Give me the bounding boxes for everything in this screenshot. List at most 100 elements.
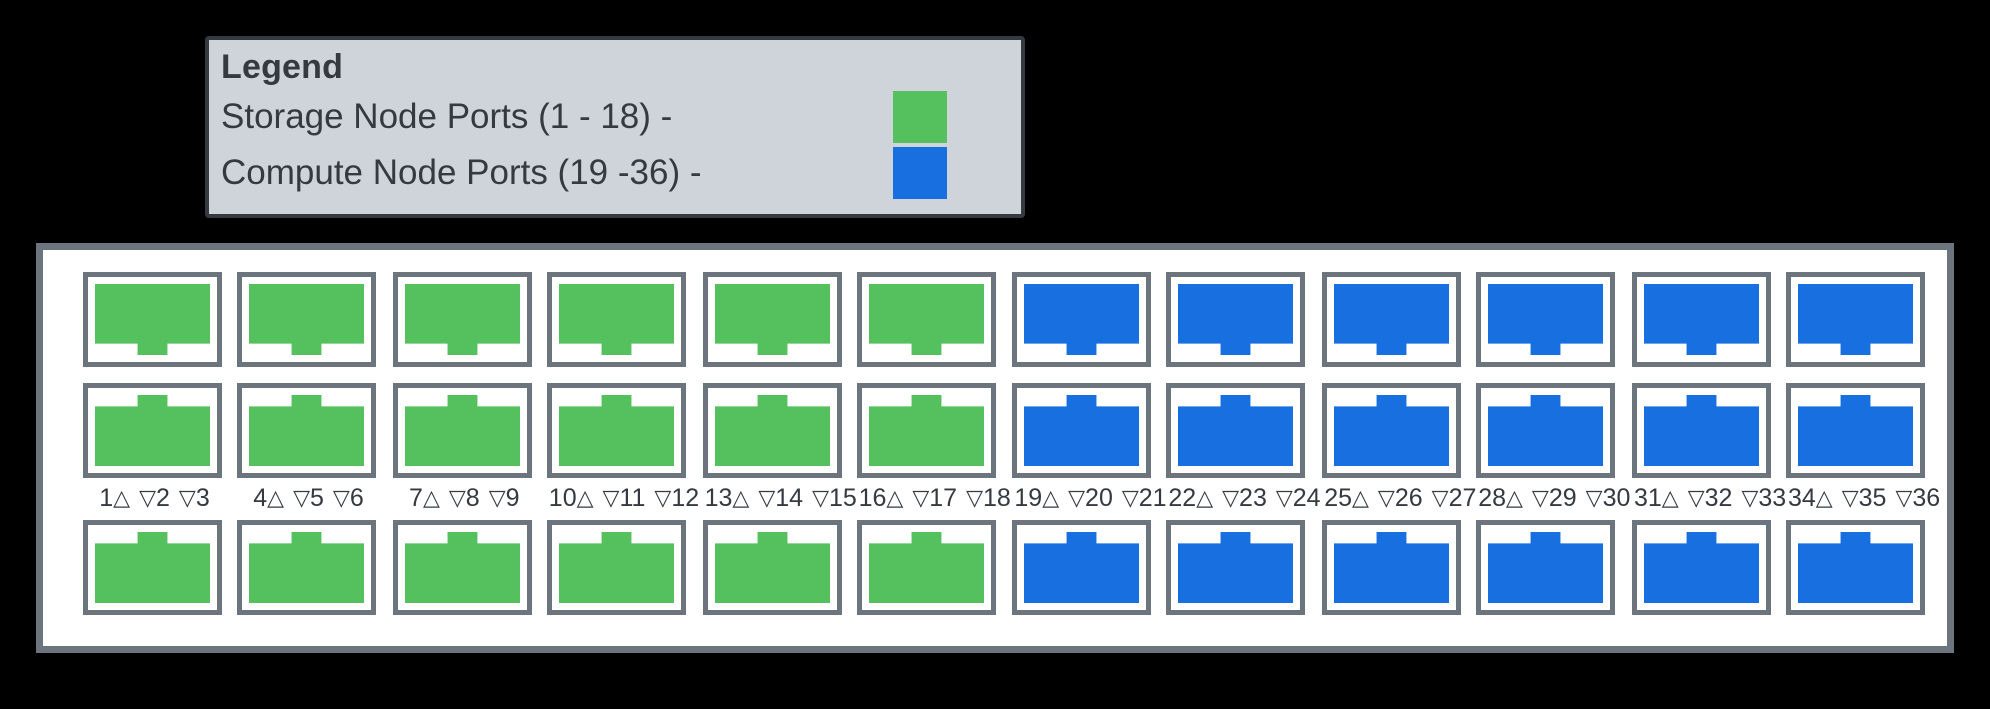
port-number: 24	[1292, 484, 1321, 512]
triangle-down-icon: ▽	[1275, 485, 1293, 510]
port-label-28: 28△▽29▽30	[1478, 484, 1630, 513]
rj45-port-4[interactable]	[237, 272, 376, 367]
triangle-down-icon: ▽	[448, 485, 466, 510]
triangle-up-icon: △	[1042, 485, 1060, 510]
rj45-port-25[interactable]	[1322, 272, 1462, 367]
rj45-port-6[interactable]	[237, 520, 376, 615]
rj45-port-9[interactable]	[392, 520, 532, 615]
triangle-up-icon: △	[1815, 485, 1833, 510]
rj45-jack-icon	[249, 395, 364, 466]
port-label-31: 31△▽32▽33	[1633, 484, 1786, 513]
port-number: 7	[409, 484, 423, 512]
rj45-port-20[interactable]	[1012, 383, 1152, 478]
rj45-port-11[interactable]	[546, 383, 686, 478]
port-label-1: 1△▽2▽3	[85, 484, 224, 513]
port-label-13: 13△▽14▽15	[704, 484, 857, 513]
rj45-port-33[interactable]	[1631, 520, 1771, 615]
rj45-port-8[interactable]	[392, 383, 532, 478]
legend-panel: Legend Storage Node Ports (1 - 18) - Com…	[205, 36, 1025, 218]
port-label-4: 4△▽5▽6	[239, 484, 378, 513]
port-row-bottom	[1631, 520, 1929, 615]
rj45-port-13[interactable]	[702, 272, 842, 367]
rj45-port-14[interactable]	[702, 383, 842, 478]
rj45-port-23[interactable]	[1166, 383, 1306, 478]
port-label-25: 25△▽26▽27	[1324, 484, 1476, 513]
port-row-bottom	[1012, 520, 1309, 615]
port-number: 22	[1168, 484, 1197, 512]
rj45-port-5[interactable]	[237, 383, 376, 478]
triangle-down-icon: ▽	[1741, 485, 1759, 510]
port-row-middle	[702, 383, 1000, 478]
port-number: 31	[1633, 484, 1662, 512]
rj45-jack-icon	[558, 532, 674, 603]
port-label-34: 34△▽35▽36	[1788, 484, 1940, 513]
triangle-up-icon: △	[1661, 485, 1679, 510]
rj45-jack-icon	[1643, 532, 1759, 603]
rj45-port-16[interactable]	[856, 272, 996, 367]
rj45-jack-icon	[1024, 284, 1140, 355]
rj45-port-18[interactable]	[856, 520, 996, 615]
rj45-port-2[interactable]	[83, 383, 222, 478]
triangle-up-icon: △	[1352, 485, 1369, 510]
rj45-port-7[interactable]	[392, 272, 532, 367]
port-label-16: 16△▽17▽18	[859, 484, 1011, 513]
rj45-jack-icon	[1488, 532, 1604, 603]
rj45-port-28[interactable]	[1476, 272, 1616, 367]
rj45-jack-icon	[1797, 284, 1913, 355]
triangle-down-icon: ▽	[758, 485, 776, 510]
port-row-middle	[1631, 383, 1929, 478]
triangle-down-icon: ▽	[139, 485, 156, 510]
rj45-port-29[interactable]	[1476, 383, 1616, 478]
triangle-up-icon: △	[886, 485, 904, 510]
port-row-bottom	[702, 520, 1000, 615]
port-number: 20	[1085, 484, 1113, 512]
port-number: 28	[1478, 484, 1506, 512]
legend-row-compute: Compute Node Ports (19 -36) -	[221, 145, 1021, 201]
rj45-port-12[interactable]	[546, 520, 686, 615]
port-number: 3	[195, 484, 210, 512]
rj45-port-19[interactable]	[1012, 272, 1152, 367]
port-number: 13	[704, 484, 733, 512]
rj45-jack-icon	[714, 284, 830, 355]
triangle-down-icon: ▽	[654, 485, 672, 510]
port-number: 35	[1858, 484, 1887, 512]
rj45-port-1[interactable]	[83, 272, 222, 367]
rj45-port-22[interactable]	[1166, 272, 1306, 367]
port-row-middle	[1012, 383, 1309, 478]
rj45-jack-icon	[404, 395, 520, 466]
rj45-port-36[interactable]	[1785, 520, 1925, 615]
port-number: 17	[929, 484, 958, 512]
rj45-port-24[interactable]	[1166, 520, 1306, 615]
port-row-bottom	[1322, 520, 1619, 615]
rj45-port-21[interactable]	[1012, 520, 1152, 615]
port-number: 33	[1758, 484, 1787, 512]
rj45-port-10[interactable]	[546, 272, 686, 367]
rj45-port-26[interactable]	[1322, 383, 1462, 478]
port-number: 29	[1548, 484, 1577, 512]
rj45-port-17[interactable]	[856, 383, 996, 478]
port-row-top	[392, 272, 690, 367]
port-number: 15	[828, 484, 857, 512]
rj45-port-27[interactable]	[1322, 520, 1462, 615]
rj45-port-35[interactable]	[1785, 383, 1925, 478]
rj45-jack-icon	[249, 532, 364, 603]
port-row-top	[1012, 272, 1309, 367]
port-row-top	[1631, 272, 1929, 367]
triangle-down-icon: ▽	[1585, 485, 1603, 510]
rj45-port-32[interactable]	[1631, 383, 1771, 478]
port-number: 4	[253, 484, 268, 512]
triangle-up-icon: △	[422, 485, 440, 510]
rj45-port-30[interactable]	[1476, 520, 1616, 615]
rj45-port-31[interactable]	[1631, 272, 1771, 367]
triangle-down-icon: ▽	[293, 485, 310, 510]
rj45-port-15[interactable]	[702, 520, 842, 615]
rj45-port-3[interactable]	[83, 520, 222, 615]
rj45-port-34[interactable]	[1785, 272, 1925, 367]
